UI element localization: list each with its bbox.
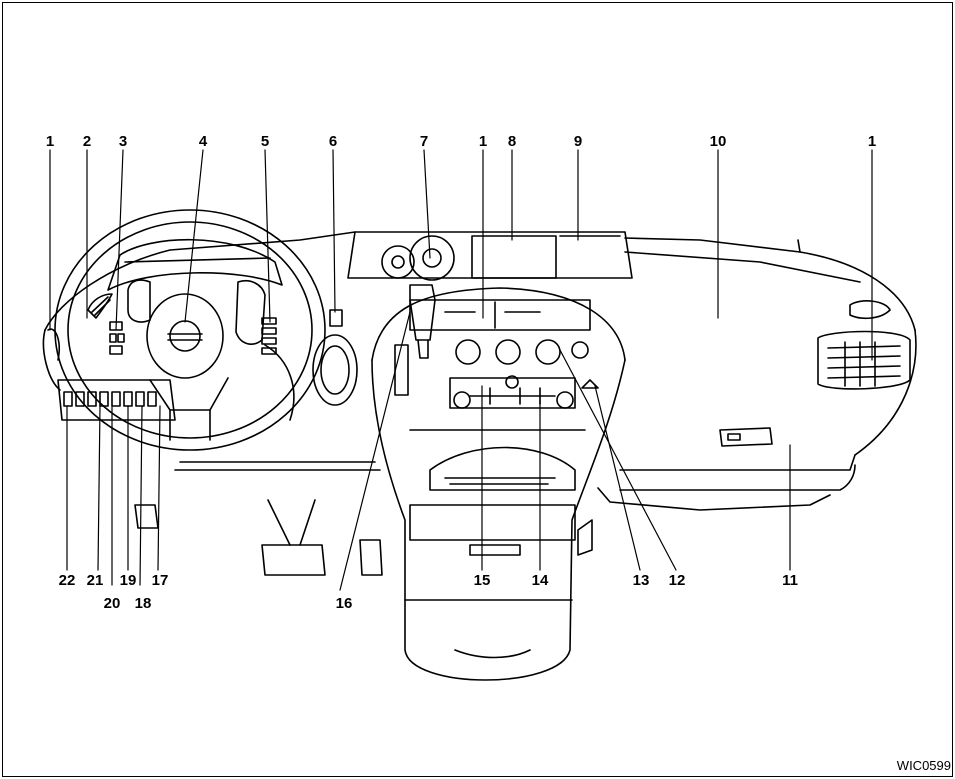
callout-top-1: 1	[45, 133, 55, 150]
callout-top-10: 10	[709, 133, 727, 150]
callout-bottom-20: 20	[103, 595, 121, 612]
callout-top-6: 6	[328, 133, 338, 150]
callout-top-9: 9	[573, 133, 583, 150]
callout-bottom-15: 15	[473, 572, 491, 589]
callout-top-5: 5	[260, 133, 270, 150]
callout-top-4: 4	[198, 133, 208, 150]
lower-left-switch-panel	[57, 379, 176, 421]
ignition-area	[312, 309, 358, 406]
leader-lines-top	[49, 149, 873, 361]
center-stack	[371, 287, 626, 409]
callout-bottom-17: 17	[151, 572, 169, 589]
steering-wheel	[54, 209, 326, 451]
callout-top-2: 2	[82, 133, 92, 150]
callout-bottom-19: 19	[119, 572, 137, 589]
left-air-vent	[87, 293, 113, 319]
shift-lever	[394, 284, 436, 396]
callout-bottom-12: 12	[668, 572, 686, 589]
callout-top-7: 7	[419, 133, 429, 150]
steering-switches-left	[109, 321, 125, 355]
center-console	[371, 359, 626, 681]
figure-code: WIC0599	[896, 758, 951, 773]
callout-top-8: 8	[507, 133, 517, 150]
callout-bottom-11: 11	[782, 572, 798, 589]
callout-bottom-16: 16	[335, 595, 353, 612]
callout-bottom-13: 13	[632, 572, 650, 589]
steering-switches-right	[261, 317, 277, 355]
callout-bottom-18: 18	[134, 595, 152, 612]
callout-top-3: 3	[118, 133, 128, 150]
floor-and-pedals	[134, 461, 383, 576]
center-meter-cluster	[347, 231, 633, 281]
right-air-vent	[817, 300, 911, 390]
callout-bottom-14: 14	[531, 572, 549, 589]
callout-bottom-21: 21	[86, 572, 104, 589]
leader-lines-bottom	[66, 311, 791, 591]
callout-bottom-22: 22	[58, 572, 76, 589]
callout-top-1c: 1	[867, 133, 877, 150]
glove-box-handle	[719, 427, 773, 447]
callout-top-1b: 1	[478, 133, 488, 150]
